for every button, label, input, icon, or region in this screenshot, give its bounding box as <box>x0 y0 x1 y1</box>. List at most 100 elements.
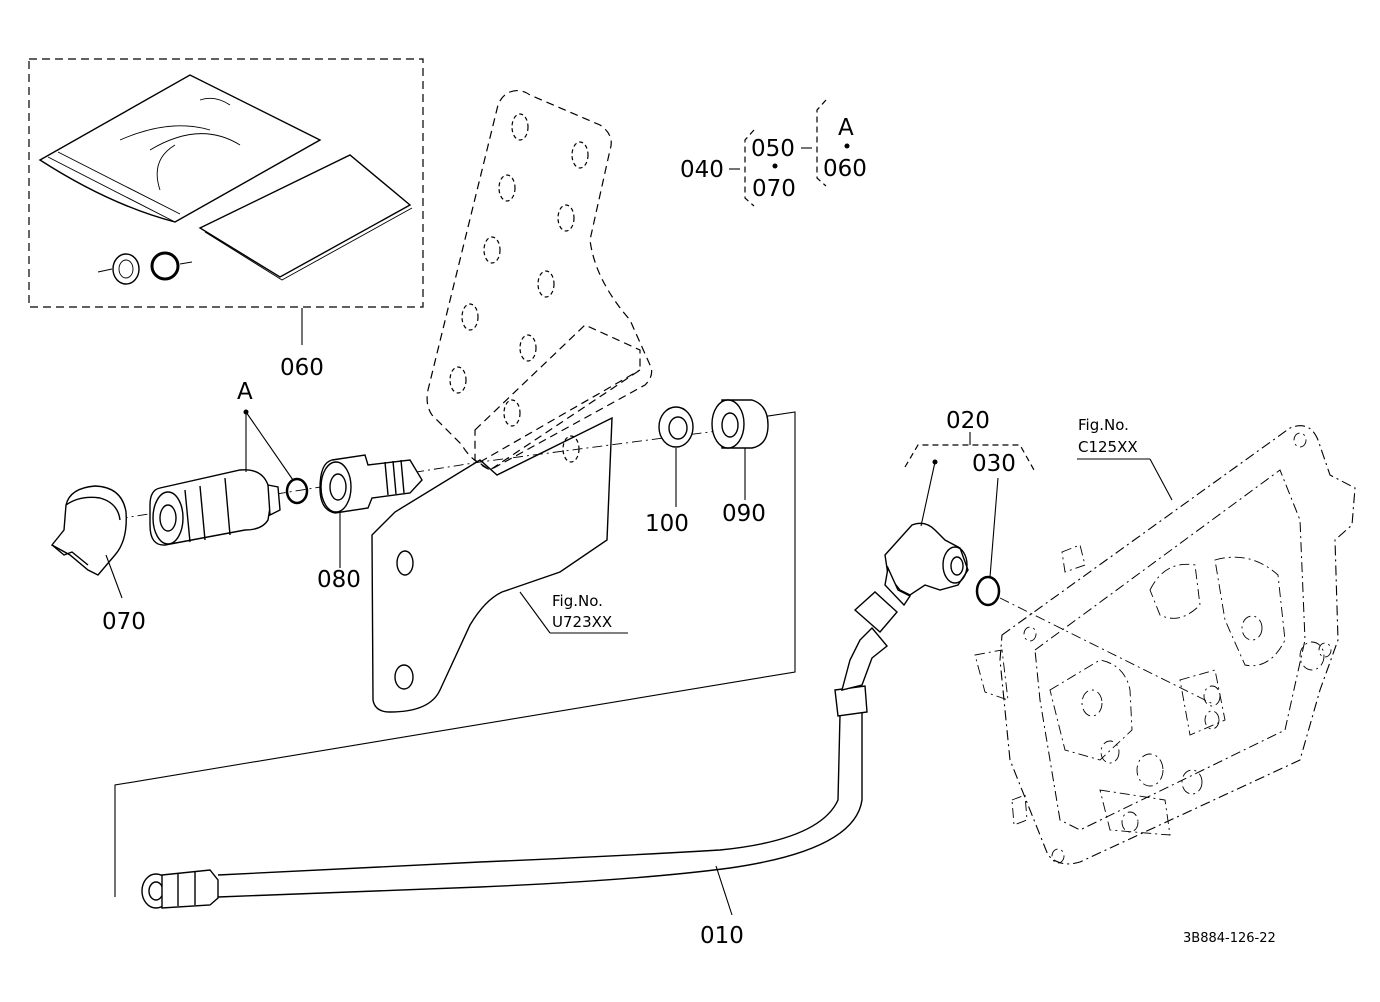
hose-upper-bend <box>841 626 888 691</box>
elbow-thread <box>884 565 912 607</box>
adapter-bore <box>329 473 347 501</box>
valve-housing <box>974 425 1356 865</box>
fig-ref-right-code: C125XX <box>1078 438 1138 456</box>
manual-edge-line-2 <box>47 156 176 223</box>
hose-upper-collar <box>834 685 868 717</box>
hose-body-edge <box>217 710 863 898</box>
label-090: 090 <box>722 501 766 527</box>
elbow-fitting-icon <box>884 522 969 596</box>
valve-port-1 <box>1241 615 1263 641</box>
label-010: 010 <box>700 923 744 949</box>
label-100: 100 <box>645 511 689 537</box>
coupler-body-icon <box>149 469 273 546</box>
label-060: 060 <box>280 355 324 381</box>
hose-upper-nut <box>853 591 898 633</box>
coupler-nipple <box>267 484 281 517</box>
seal-ring-icon <box>658 406 694 448</box>
hose-end-crimp-lines <box>177 871 196 906</box>
kit-o-ring-icon <box>150 251 180 281</box>
housing-lug-top <box>1061 544 1086 573</box>
lower-bracket-hole-top <box>396 550 414 576</box>
valve-port-6 <box>1203 685 1221 707</box>
hose-end-crimp <box>161 869 219 909</box>
tree-dot-a <box>844 143 850 149</box>
valve-port-3 <box>1081 689 1103 717</box>
manual-edge-line <box>57 151 181 215</box>
dust-cap-rim <box>65 496 121 521</box>
valve-port-7 <box>1204 710 1220 730</box>
dust-cap-icon <box>50 485 127 576</box>
valve-housing-inner <box>1034 469 1306 831</box>
housing-bolt-1 <box>1023 626 1037 642</box>
hose-010 <box>141 591 898 916</box>
instruction-sheet <box>198 154 412 278</box>
label-030: 030 <box>972 451 1016 477</box>
valve-housing-outline <box>999 425 1356 865</box>
dust-cap-070 <box>50 485 127 599</box>
bracket-020 <box>904 444 1035 471</box>
coupler-bore <box>159 504 177 532</box>
manual-cover-sketch <box>119 97 241 191</box>
kit-seal-ring-icon <box>112 253 140 285</box>
housing-bolt-2 <box>1051 848 1065 864</box>
leader-010 <box>715 865 733 916</box>
tree-bracket-left <box>744 129 755 207</box>
tree-label-040: 040 <box>680 157 724 183</box>
bracket-holes <box>449 113 589 463</box>
valve-block-left <box>1049 659 1133 761</box>
leader-030 <box>989 477 999 578</box>
fig-ref-left-title: Fig.No. <box>552 592 603 610</box>
seal-axis-right <box>179 261 193 265</box>
valve-port-9 <box>1121 811 1139 833</box>
tree-label-070: 070 <box>752 176 796 202</box>
tree-dot-050 <box>772 163 778 169</box>
tree-label-060: 060 <box>823 156 867 182</box>
coupler-face <box>152 491 184 545</box>
valve-port-8 <box>1181 769 1203 795</box>
housing-lug-left <box>974 649 1009 701</box>
adapter-icon <box>319 454 423 514</box>
assembly-marker-a: A <box>237 379 253 405</box>
valve-spool-b <box>1214 556 1286 667</box>
lower-bracket-outline <box>371 416 613 713</box>
leader-070 <box>105 554 123 599</box>
valve-port-2 <box>1299 641 1325 671</box>
coupler-rings <box>184 477 231 543</box>
lower-bracket-plate <box>114 411 796 897</box>
seal-axis-left <box>97 268 113 273</box>
adapter-face <box>320 461 352 513</box>
adapter-threads <box>384 459 405 496</box>
drawing-number: 3B884-126-22 <box>1183 931 1276 946</box>
bracket-plate-outline <box>426 89 653 471</box>
leader-020 <box>920 461 936 527</box>
coupler-body <box>149 469 281 546</box>
elbow-port <box>942 546 968 584</box>
housing-lug-bottom <box>1011 794 1028 826</box>
o-ring-icon <box>285 477 309 505</box>
label-070: 070 <box>102 609 146 635</box>
bracket-tab-edge <box>479 369 641 463</box>
seal-ring-100 <box>658 406 694 507</box>
housing-bolt-4 <box>1318 642 1332 658</box>
fig-ref-left-code: U723XX <box>552 613 612 631</box>
sheet-edge <box>204 207 413 281</box>
valve-block-bottom <box>1099 789 1171 836</box>
valve-port-4 <box>1100 740 1120 764</box>
hose-body <box>217 714 841 876</box>
part-tree: 040 050 070 A 060 <box>680 99 867 207</box>
nut-face <box>711 399 745 449</box>
adapter-080 <box>319 454 423 568</box>
valve-block-mid <box>1179 669 1226 736</box>
seal-ring-inner <box>668 416 688 440</box>
tree-label-a: A <box>838 115 854 141</box>
nut-090 <box>711 399 769 500</box>
reference-frame-line <box>114 411 796 897</box>
bracket-tab <box>474 324 641 471</box>
elbow-020 <box>884 459 969 607</box>
leader-fig-u723xx <box>519 591 551 634</box>
label-020: 020 <box>946 408 990 434</box>
leader-a-oring <box>245 411 294 481</box>
kit-060-group <box>28 58 424 345</box>
o-ring-030-icon <box>975 575 1001 607</box>
bracket-plate <box>426 89 653 471</box>
